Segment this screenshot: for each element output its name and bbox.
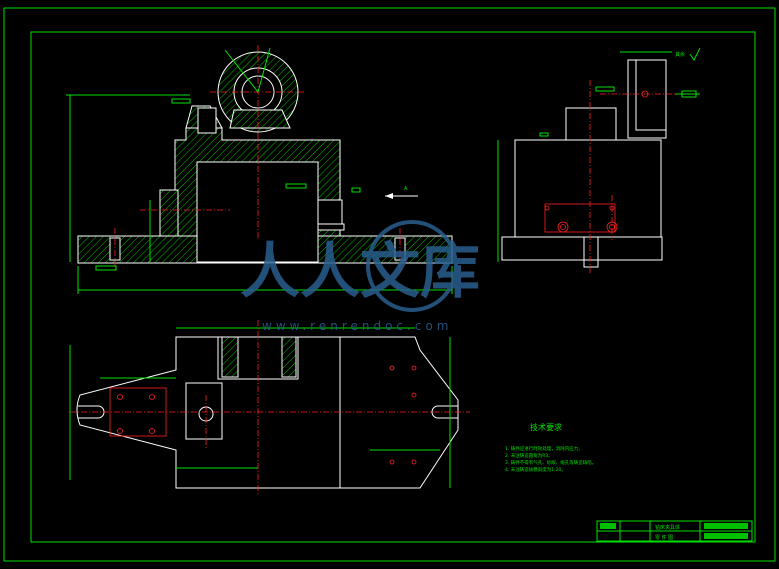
outer-frame bbox=[3, 7, 776, 562]
front-view: A bbox=[66, 45, 453, 294]
top-view bbox=[69, 320, 470, 495]
roughness-note: 其余 bbox=[675, 51, 685, 58]
side-view: 其余 bbox=[497, 47, 701, 275]
section-mark-a: A bbox=[404, 186, 408, 192]
tech-note-4: 4. 未注铸造拔模斜度为1:20。 bbox=[505, 466, 566, 473]
watermark-url: www.renrendoc.com bbox=[262, 319, 452, 333]
inner-frame bbox=[30, 31, 756, 543]
watermark: 人人文库 www.renrendoc.com bbox=[240, 220, 480, 333]
technical-requirements: 技术要求 1. 铸件应进行时效处理，消除内应力。 2. 未注铸造圆角为R3。 3… bbox=[505, 422, 596, 473]
tech-title: 技术要求 bbox=[530, 422, 562, 432]
title-block-sub: 零 件 图 bbox=[655, 534, 673, 541]
title-block: 钻床夹具体 零 件 图 bbox=[596, 520, 753, 542]
tech-note-1: 1. 铸件应进行时效处理，消除内应力。 bbox=[505, 445, 583, 452]
watermark-logo-text: 人人文库 bbox=[240, 237, 480, 307]
title-block-name: 钻床夹具体 bbox=[655, 524, 680, 531]
tech-note-2: 2. 未注铸造圆角为R3。 bbox=[505, 452, 553, 459]
tech-note-3: 3. 铸件不得有气孔、砂眼、缩孔等铸造缺陷。 bbox=[505, 459, 596, 466]
